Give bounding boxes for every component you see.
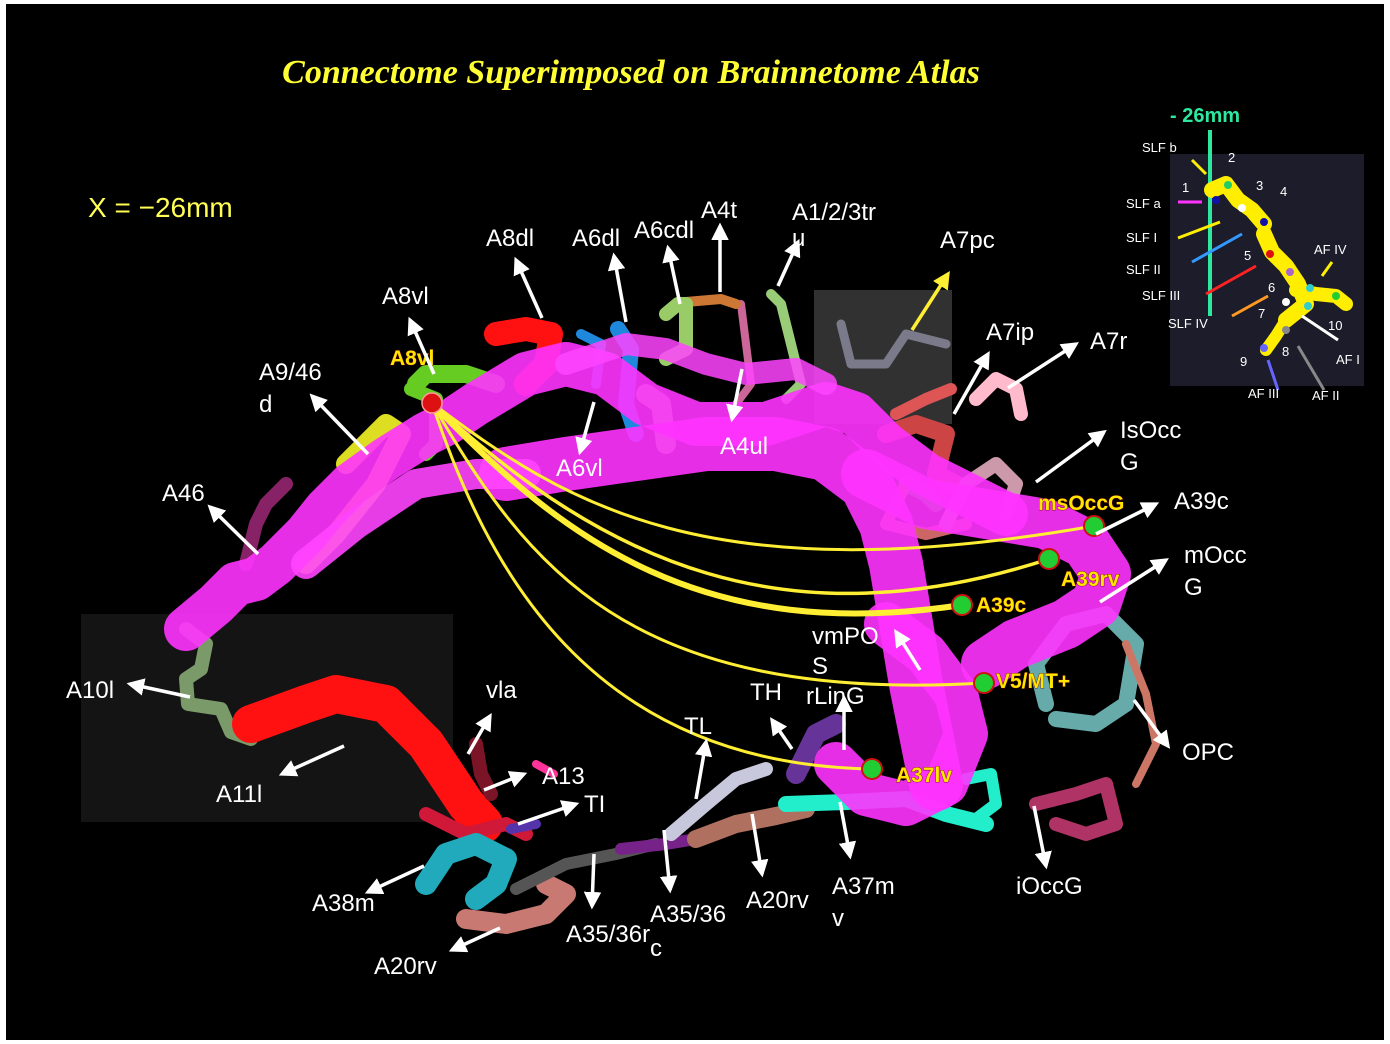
label-a946d: A9/46d <box>259 359 322 418</box>
inset-label-slf-b: SLF b <box>1142 140 1177 155</box>
target-label-v5mt: V5/MT+ <box>996 670 1070 693</box>
label-vmpos: vmPOS <box>812 623 879 680</box>
target-label-a37lv: A37lv <box>896 764 952 787</box>
inset-label-af-i: AF I <box>1336 352 1360 367</box>
inset-label-slf-i: SLF I <box>1126 230 1157 245</box>
target-label-a39c: A39c <box>976 594 1027 617</box>
label-isoccg: IsOccG <box>1120 417 1181 476</box>
label-a6vl: A6vl <box>556 455 603 482</box>
label-a7pc: A7pc <box>940 227 995 254</box>
label-a3536: A35/36 <box>650 901 726 928</box>
inset-number-4: 4 <box>1280 184 1287 199</box>
inset-label-af-iii: AF III <box>1248 386 1279 401</box>
label-a8vl: A8vl <box>382 283 429 310</box>
label-ti: TI <box>584 791 605 818</box>
inset-number-9: 9 <box>1240 354 1247 369</box>
label-tl: TL <box>684 713 712 740</box>
inset-number-3: 3 <box>1256 178 1263 193</box>
label-th: TH <box>750 679 782 706</box>
inset-label-af-iv: AF IV <box>1314 242 1347 257</box>
label-vla: vla <box>486 677 517 704</box>
label-a37mv: A37mv <box>832 873 895 932</box>
label-a3536rc: A35/36rc <box>566 921 662 962</box>
seed-point-a8vl <box>422 393 442 413</box>
inset-number-5: 5 <box>1244 248 1251 263</box>
label-a11l: A11l <box>216 781 262 808</box>
inset-label-slf-a: SLF a <box>1126 196 1161 211</box>
brain-diagram: A8vl msOccG A39rv A39c V5/MT+ A37lv <box>6 4 1384 1040</box>
label-a7r: A7r <box>1090 328 1127 355</box>
slide: A8vl msOccG A39rv A39c V5/MT+ A37lv <box>6 4 1384 1040</box>
label-ioccg: iOccG <box>1016 873 1083 900</box>
inset-number-1: 1 <box>1182 180 1189 195</box>
label-rling: rLinG <box>806 683 865 710</box>
inset-label-slf-iii: SLF III <box>1142 288 1180 303</box>
label-a38m: A38m <box>312 890 375 917</box>
label-opc: OPC <box>1182 739 1234 766</box>
target-point-a39c <box>952 595 972 615</box>
target-point-a37lv <box>862 759 882 779</box>
inset-label-slf-ii: SLF II <box>1126 262 1161 277</box>
label-a20rv-mid: A20rv <box>746 887 809 914</box>
inset-number-7: 7 <box>1258 306 1265 321</box>
label-a46: A46 <box>162 480 205 507</box>
slice-coordinate-label: X = −26mm <box>88 192 233 224</box>
label-a4t: A4t <box>701 197 737 224</box>
inset-label-af-ii: AF II <box>1312 388 1339 403</box>
label-a13: A13 <box>542 763 585 790</box>
label-a10l: A10l <box>66 677 114 704</box>
inset-title: - 26mm <box>1170 105 1240 127</box>
label-a6dl: A6dl <box>572 225 620 252</box>
inset-label-slf-iv: SLF IV <box>1168 316 1208 331</box>
target-point-a39rv <box>1039 549 1059 569</box>
target-point-v5mt <box>974 673 994 693</box>
inset-number-10: 10 <box>1328 318 1342 333</box>
label-a123tru: A1/2/3tru <box>792 199 876 252</box>
label-a20rv-low: A20rv <box>374 953 437 980</box>
label-a7ip: A7ip <box>986 319 1034 346</box>
inset-panel: - 26mm <box>1126 105 1364 403</box>
slide-title: Connectome Superimposed on Brainnetome A… <box>6 54 1256 92</box>
label-a8dl: A8dl <box>486 225 534 252</box>
label-a39c: A39c <box>1174 488 1229 515</box>
label-moccg: mOccG <box>1184 542 1247 601</box>
label-a4ul: A4ul <box>720 433 768 460</box>
target-label-a39rv: A39rv <box>1061 568 1120 591</box>
target-label-msoccg: msOccG <box>1038 492 1124 515</box>
inset-number-2: 2 <box>1228 150 1235 165</box>
label-a6cdl: A6cdl <box>634 217 694 244</box>
inset-number-8: 8 <box>1282 344 1289 359</box>
inset-number-6: 6 <box>1268 280 1275 295</box>
